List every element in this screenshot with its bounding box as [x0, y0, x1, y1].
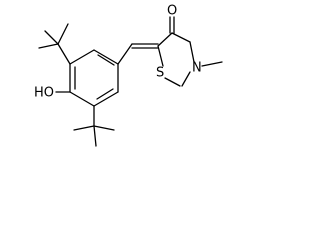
- chemical-structure-diagram: HO O S N: [0, 0, 240, 156]
- tert-butyl-top: [38, 23, 71, 65]
- benzene-ring: [69, 49, 119, 107]
- carbonyl-oxygen-label: O: [167, 4, 177, 19]
- sulfur-label: S: [156, 66, 164, 81]
- n-methyl-group: [201, 61, 223, 67]
- nitrogen-label: N: [192, 61, 202, 76]
- tert-butyl-bottom: [73, 105, 115, 147]
- carbonyl-group: O: [167, 4, 177, 34]
- thiazolidinone-ring: [157, 32, 195, 87]
- methylidene-bridge: [117, 43, 159, 65]
- hydroxyl-label: HO: [34, 86, 54, 101]
- hydroxyl-group: HO: [34, 86, 71, 101]
